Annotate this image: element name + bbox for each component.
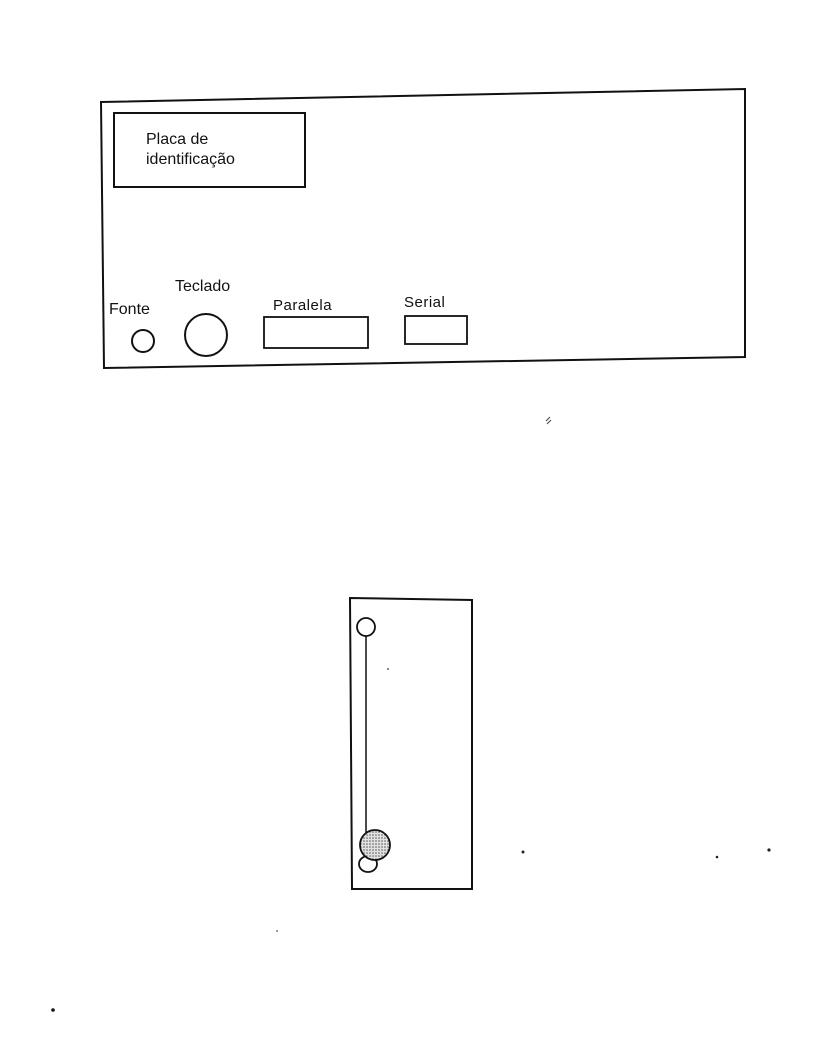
id-plate-box	[113, 112, 306, 188]
scan-speck	[276, 930, 278, 932]
top-button	[356, 617, 376, 637]
serial-port	[404, 315, 468, 345]
id-plate-line2: identificação	[146, 151, 235, 168]
serial-port-label: Serial	[404, 294, 446, 311]
scan-speck	[767, 848, 771, 852]
scan-speck	[51, 1008, 55, 1012]
id-plate-label: Placa de identificação	[146, 130, 235, 170]
scan-speck	[715, 855, 719, 859]
power-connector	[131, 329, 155, 353]
scan-speck	[545, 416, 552, 425]
rear-panel-outline	[99, 87, 746, 370]
keyboard-port-label: Teclado	[175, 278, 231, 295]
power-port-label: Fonte	[109, 301, 150, 318]
scan-speck	[387, 668, 389, 670]
keyboard-connector	[184, 313, 228, 357]
scan-speck	[521, 850, 525, 854]
id-plate-line1: Placa de	[146, 131, 209, 148]
front-panel-outline	[348, 596, 473, 890]
parallel-port	[263, 316, 369, 349]
shaded-power-button	[359, 829, 391, 861]
parallel-port-label: Paralela	[273, 297, 333, 314]
